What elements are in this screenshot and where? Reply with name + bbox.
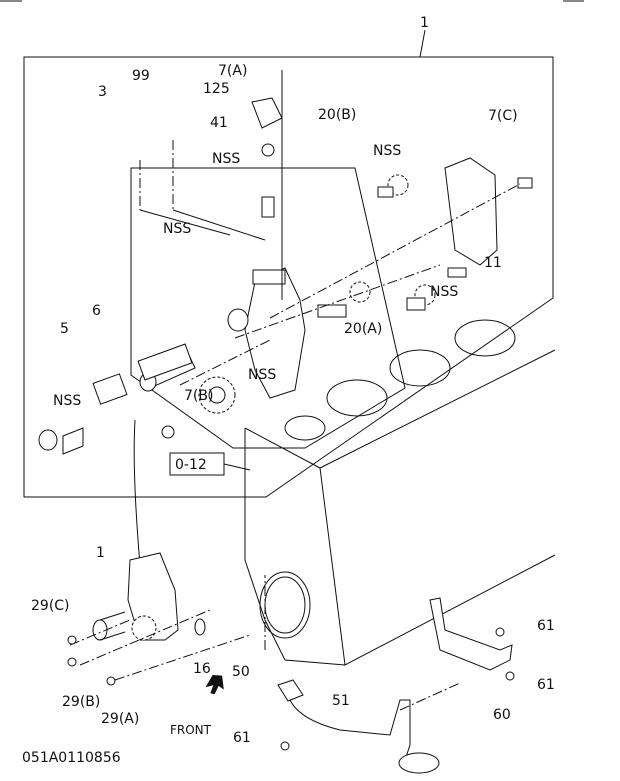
label-61-bottom: 61	[233, 730, 251, 746]
label-nss-gear-right: NSS	[430, 284, 458, 300]
label-1-top: 1	[420, 15, 429, 31]
relief-valve-parts	[38, 343, 193, 455]
label-50: 50	[232, 664, 250, 680]
label-7c: 7(C)	[488, 108, 518, 124]
label-nss-plug: NSS	[163, 221, 191, 237]
front-label: FRONT	[170, 723, 212, 737]
label-7a: 7(A)	[218, 63, 247, 79]
label-29b: 29(B)	[62, 694, 100, 710]
label-nss-bushing: NSS	[212, 151, 240, 167]
label-11: 11	[484, 255, 502, 271]
label-29a: 29(A)	[101, 711, 139, 727]
label-20a: 20(A)	[344, 321, 382, 337]
label-61-top: 61	[537, 618, 555, 634]
exploded-view-frame	[23, 56, 554, 498]
gears-and-cover	[179, 157, 533, 386]
label-7b: 7(B)	[184, 388, 213, 404]
label-nss-cap: NSS	[53, 393, 81, 409]
label-nss-gear-drive: NSS	[248, 367, 276, 383]
label-nss-gear-top: NSS	[373, 143, 401, 159]
label-125: 125	[203, 81, 230, 97]
label-99: 99	[132, 68, 150, 84]
label-3: 3	[98, 84, 107, 100]
label-29c: 29(C)	[31, 598, 70, 614]
drawing-id: 051A0110856	[22, 750, 121, 766]
label-41: 41	[210, 115, 228, 131]
label-5: 5	[60, 321, 69, 337]
reference-box-label: 0-12	[175, 457, 207, 473]
front-arrow-icon	[205, 675, 224, 695]
label-61-mid: 61	[537, 677, 555, 693]
label-51: 51	[332, 693, 350, 709]
lower-pump-and-pipe	[67, 552, 515, 774]
label-16: 16	[193, 661, 211, 677]
gear-set-frame	[130, 167, 406, 449]
label-60: 60	[493, 707, 511, 723]
label-1-bottom: 1	[96, 545, 105, 561]
engine-block	[133, 319, 556, 666]
label-20b: 20(B)	[318, 107, 356, 123]
label-6: 6	[92, 303, 101, 319]
